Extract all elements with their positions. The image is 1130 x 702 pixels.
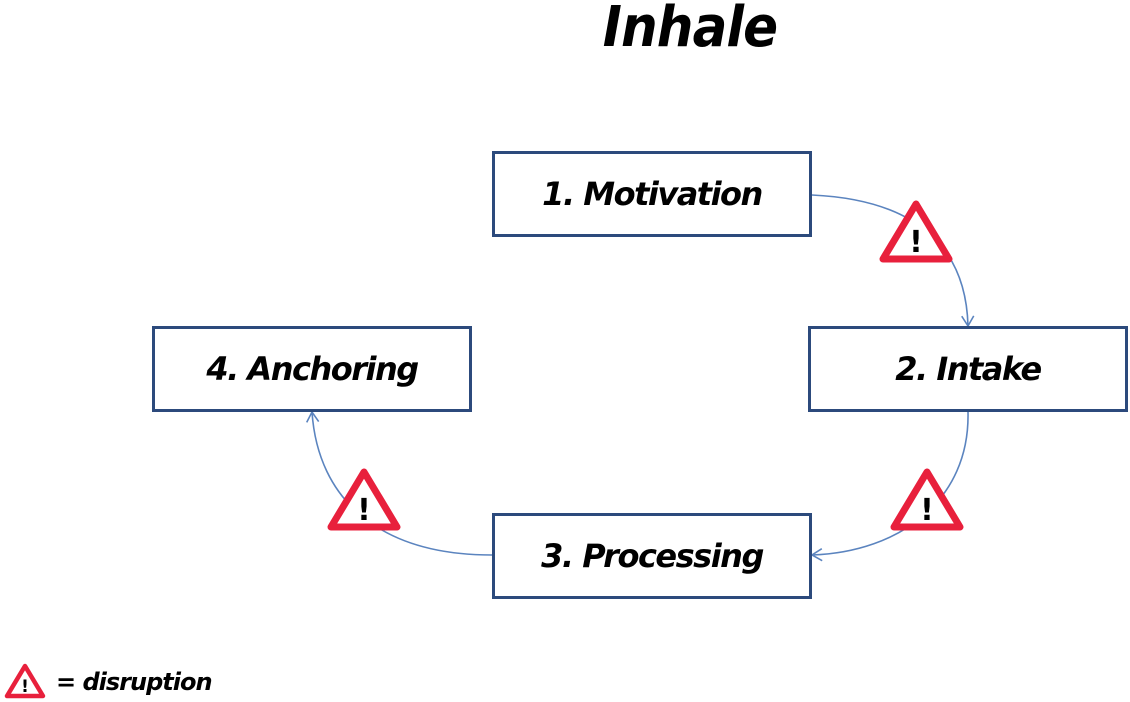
svg-text:!: !	[357, 493, 371, 528]
svg-text:!: !	[909, 225, 923, 260]
stage-box-processing: 3. Processing	[492, 513, 812, 599]
stage-label: 1. Motivation	[542, 175, 763, 213]
stage-label: 3. Processing	[541, 537, 764, 575]
warning-triangle-icon: !	[879, 200, 953, 263]
arrow-processing-to-anchoring	[305, 410, 493, 556]
legend-warning-triangle-icon: !	[4, 663, 46, 699]
svg-text:!: !	[920, 493, 934, 528]
stage-box-anchoring: 4. Anchoring	[152, 326, 472, 412]
stage-label: 4. Anchoring	[206, 350, 419, 388]
diagram-title: Inhale	[602, 0, 778, 60]
arrow-intake-to-processing	[810, 411, 969, 562]
stage-box-motivation: 1. Motivation	[492, 151, 812, 237]
legend-label: = disruption	[56, 668, 213, 696]
stage-label: 2. Intake	[895, 350, 1042, 388]
warning-triangle-icon: !	[327, 468, 401, 531]
stage-box-intake: 2. Intake	[808, 326, 1128, 412]
warning-triangle-icon: !	[890, 468, 964, 531]
svg-text:!: !	[21, 677, 29, 697]
